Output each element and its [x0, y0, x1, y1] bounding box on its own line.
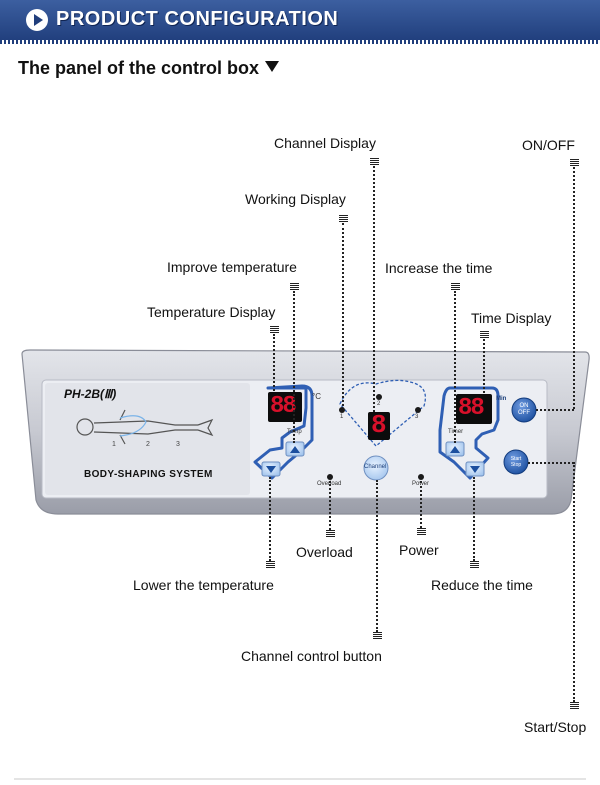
leader-on-off-horizontal	[536, 409, 574, 411]
callout-power: Power	[399, 542, 439, 558]
down-triangle-icon	[265, 61, 280, 72]
banner-stripe	[0, 40, 600, 44]
system-name: BODY-SHAPING SYSTEM	[84, 469, 213, 480]
leader-temperature-display	[273, 334, 275, 391]
model-name: PH-2B(Ⅲ)	[64, 387, 117, 401]
leader-increase-time	[454, 291, 456, 443]
leader-channel-display	[373, 166, 375, 412]
temp-unit: °C	[312, 392, 321, 401]
play-circle-icon	[26, 9, 48, 31]
callout-temperature-display: Temperature Display	[147, 304, 276, 320]
on-off-button[interactable]: ON OFF	[512, 398, 536, 422]
leader-cap	[451, 283, 460, 290]
leader-cap	[373, 632, 382, 639]
leader-cap	[326, 530, 335, 537]
start-stop-label-1: Start	[510, 456, 522, 462]
channel-number-1: 1	[340, 414, 344, 420]
time-display-value: 88	[458, 395, 485, 422]
body-zone-2: 2	[146, 441, 150, 448]
leader-time-display	[483, 339, 485, 393]
callout-on-off: ON/OFF	[522, 137, 575, 153]
start-stop-label-2: Stop	[510, 462, 522, 468]
leader-cap	[266, 561, 275, 568]
min-caption: Min	[496, 396, 507, 402]
callout-time-display: Time Display	[471, 310, 552, 326]
callout-overload: Overload	[296, 544, 353, 560]
section-title-text: The panel of the control box	[18, 58, 260, 78]
body-figure-icon	[76, 409, 214, 445]
leader-cap	[339, 215, 348, 222]
time-down-button[interactable]	[466, 462, 484, 476]
channel-display-value: 8	[371, 410, 387, 440]
banner-title: PRODUCT CONFIGURATION	[56, 8, 339, 30]
channel-button[interactable]: Channel	[364, 464, 387, 470]
leader-cap	[570, 702, 579, 709]
callout-start-stop: Start/Stop	[524, 719, 587, 735]
callout-increase-time: Increase the time	[385, 260, 493, 276]
temp-up-button[interactable]	[286, 442, 304, 456]
section-title: The panel of the control box	[18, 58, 280, 79]
callout-channel-button: Channel control button	[241, 648, 382, 664]
body-zone-1: 1	[112, 441, 116, 448]
leader-overload	[329, 481, 331, 530]
on-off-label-1: ON	[519, 403, 529, 409]
leader-cap	[290, 283, 299, 290]
leader-lower-temperature	[269, 477, 271, 561]
body-zone-3: 3	[176, 441, 180, 448]
channel-number-3: 3	[415, 414, 419, 420]
on-off-label-2: OFF	[518, 410, 530, 416]
start-stop-button[interactable]: Start Stop	[504, 450, 528, 474]
leader-channel-button	[376, 480, 378, 632]
leader-power	[420, 481, 422, 528]
temperature-display-value: 88	[270, 393, 297, 420]
leader-start-stop	[573, 462, 575, 702]
leader-cap	[417, 528, 426, 535]
callout-channel-display: Channel Display	[274, 135, 376, 151]
leader-cap	[480, 331, 489, 338]
leader-cap	[570, 159, 579, 166]
leader-improve-temperature	[293, 291, 295, 443]
leader-start-stop-horizontal	[528, 462, 574, 464]
callout-working-display: Working Display	[245, 191, 346, 207]
leader-working-display	[342, 223, 344, 406]
leader-reduce-time	[473, 477, 475, 561]
callout-lower-temperature: Lower the temperature	[133, 577, 274, 593]
leader-on-off	[573, 167, 575, 409]
time-up-button[interactable]	[446, 442, 464, 456]
callout-improve-temperature: Improve temperature	[167, 259, 297, 275]
channel-number-2: 2	[377, 401, 381, 407]
header-banner	[0, 0, 600, 42]
footer-divider	[14, 778, 586, 780]
callout-reduce-time: Reduce the time	[431, 577, 533, 593]
leader-cap	[470, 561, 479, 568]
leader-cap	[270, 326, 279, 333]
leader-cap	[370, 158, 379, 165]
temp-down-button[interactable]	[262, 462, 280, 476]
